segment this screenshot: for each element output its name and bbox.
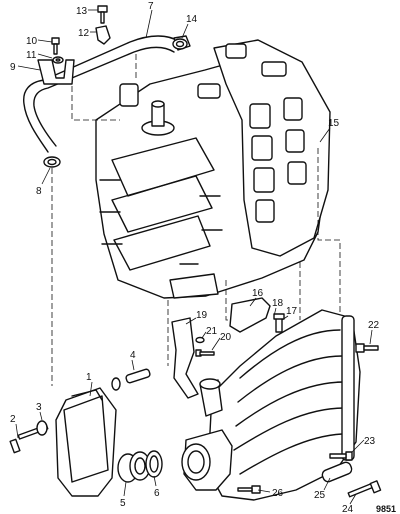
callout-18: 18 [272,298,284,309]
fitting-12 [95,25,111,45]
callout-6: 6 [154,488,160,499]
intake-coupler-5 [117,451,151,483]
callout-12: 12 [78,28,90,39]
bracket-16 [229,297,271,333]
callout-20: 20 [220,332,232,343]
washer-11 [52,56,64,64]
callout-21: 21 [206,326,218,337]
spacer-25 [321,461,353,483]
air-silencer-1 [55,387,117,497]
bolt-23 [329,451,353,461]
reference-number: 9851 [376,504,396,514]
throttle-body [181,378,233,491]
callout-1: 1 [86,372,92,383]
clamp-14 [172,38,188,50]
callout-10: 10 [26,36,38,47]
clamp-6 [145,450,163,478]
bolt-24 [347,480,382,498]
grommet-3b [111,377,121,391]
leader-lines [15,9,373,505]
bolt-10 [51,37,60,55]
hose-bracket-9 [37,59,75,85]
callout-5: 5 [120,498,126,509]
callout-2: 2 [10,414,16,425]
screw-17 [273,313,285,333]
callout-17: 17 [286,306,298,317]
callout-15: 15 [328,118,340,129]
callout-25: 25 [314,490,326,501]
callout-3: 3 [36,402,42,413]
callout-26: 26 [272,488,284,499]
washer-21 [195,336,205,344]
callout-labels: 1 2 3 4 5 6 7 8 9 10 11 12 13 14 15 16 1… [10,1,396,514]
callout-14: 14 [186,14,198,25]
callout-4: 4 [130,350,136,361]
callout-24: 24 [342,504,354,514]
bolt-20 [195,349,215,357]
hose-clamp-8 [43,156,61,168]
engine-block [95,39,331,299]
callout-8: 8 [36,186,42,197]
grommet-3 [36,420,48,436]
callout-7: 7 [148,1,154,12]
callout-11: 11 [26,50,37,61]
bolt-22 [355,343,379,353]
fuel-rail-bracket-19 [171,317,199,399]
screw-13 [97,5,108,24]
callout-19: 19 [196,310,208,321]
callout-23: 23 [364,436,376,447]
bolt-26 [237,485,261,494]
callout-16: 16 [252,288,264,299]
callout-9: 9 [10,62,16,73]
callout-13: 13 [76,6,88,17]
callout-22: 22 [368,320,380,331]
spacer-4 [125,368,151,384]
